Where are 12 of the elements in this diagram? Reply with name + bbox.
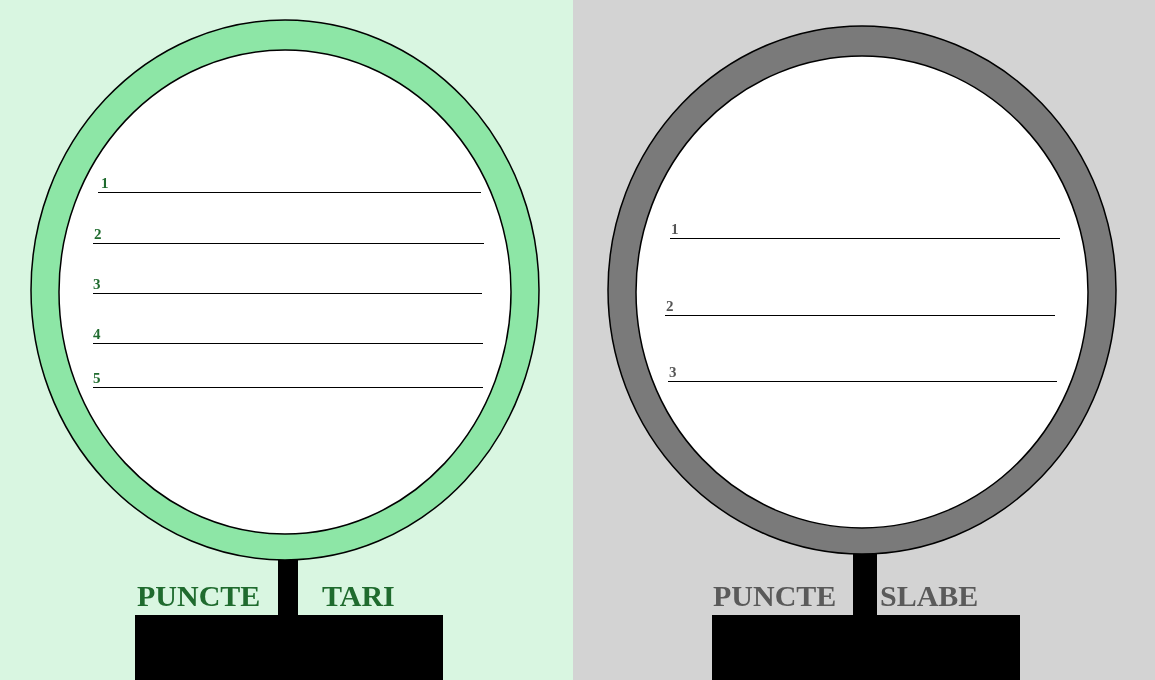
item-number: 2 (94, 227, 102, 242)
heading-word: TARI (322, 580, 395, 612)
item-number: 1 (101, 176, 109, 191)
item-number: 3 (669, 365, 677, 380)
item-number: 2 (666, 299, 674, 314)
heading-word: PUNCTE (713, 580, 837, 612)
item-number: 4 (93, 327, 101, 342)
item-number: 3 (93, 277, 101, 292)
heading-word: SLABE (880, 580, 979, 612)
item-number: 1 (671, 222, 679, 237)
item-number: 5 (93, 371, 101, 386)
heading-word: PUNCTE (137, 580, 261, 612)
